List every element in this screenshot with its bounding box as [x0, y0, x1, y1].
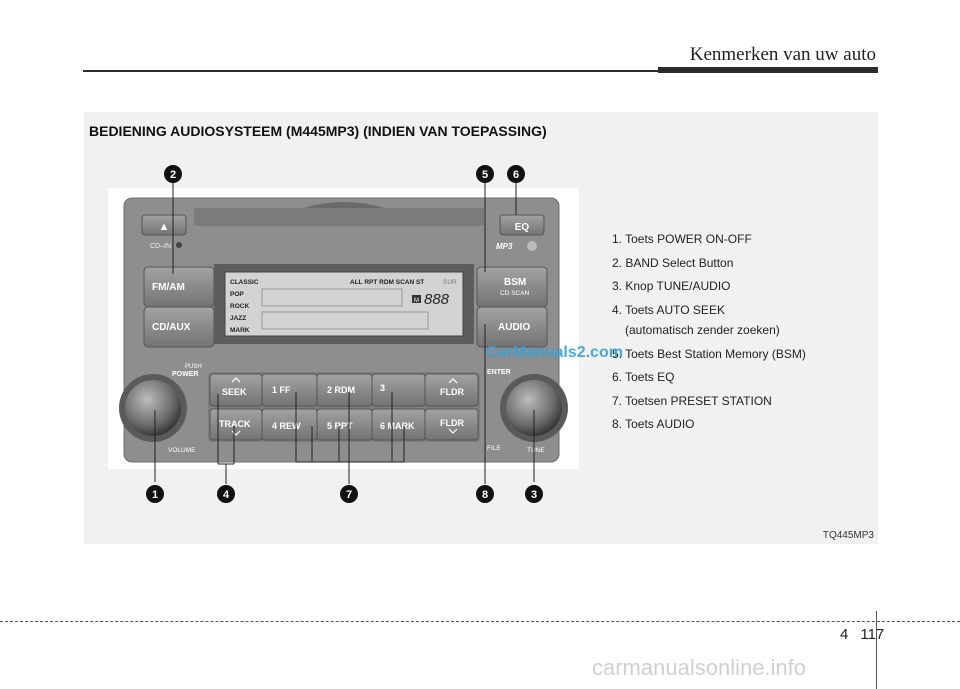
page-number-value: 117	[860, 626, 885, 643]
eq-button[interactable]	[499, 214, 545, 236]
disc-logo-icon	[527, 241, 537, 251]
track-label: TRACK	[219, 419, 251, 429]
audio-label: AUDIO	[498, 322, 530, 333]
legend-item-1: 1. Toets POWER ON-OFF	[612, 232, 752, 246]
legend-item-5: 5. Toets Best Station Memory (BSM)	[612, 346, 806, 361]
callout-1	[146, 485, 164, 503]
seek-up-chevron-icon	[231, 377, 241, 383]
figure-code: TQ445MP3	[822, 530, 874, 541]
cd-aux-label: CD/AUX	[152, 322, 191, 333]
display-sur-flag: SUR	[443, 279, 457, 286]
legend-item-7: 7. Toetsen PRESET STATION	[612, 393, 772, 408]
cdin-led	[176, 242, 182, 248]
footer-divider	[876, 611, 877, 689]
legend-list: 1. Toets POWER ON-OFF 2. BAND Select But…	[612, 228, 806, 437]
display-status-flags: ALL RPT RDM SCAN ST	[350, 279, 424, 286]
legend-item-6: 6. Toets EQ	[612, 370, 675, 384]
legend-item-8: 8. Toets AUDIO	[612, 417, 695, 431]
legend-item-4-note: (automatisch zender zoeken)	[625, 323, 780, 337]
panel-title: BEDIENING AUDIOSYSTEEM (M445MP3) (INDIEN…	[89, 123, 547, 139]
tune-label: TUNE	[527, 447, 545, 454]
folder-down-label: FLDR	[440, 418, 464, 428]
tune-knob[interactable]	[506, 380, 562, 436]
leader-lines	[154, 182, 535, 484]
watermark-carmanuals2: CarManuals2.com	[486, 344, 623, 361]
section-number: 4	[840, 626, 849, 643]
display-mode-mark: MARK	[230, 327, 250, 334]
mp3-logo: MP3	[496, 242, 513, 251]
push-label: PUSH	[185, 364, 202, 370]
page-number: 4 117	[840, 626, 884, 643]
eq-label: EQ	[515, 222, 530, 233]
track-down-chevron-icon	[231, 430, 241, 436]
folder-up-chevron-icon	[448, 378, 458, 384]
callout-7-label: 7	[346, 489, 352, 501]
display-digits: 888	[424, 291, 450, 308]
file-label: FILE	[487, 445, 501, 452]
legend-item-2: 2. BAND Select Button	[612, 255, 734, 270]
cdin-label: CD–IN	[150, 243, 171, 250]
preset-2-label: 2 RDM	[327, 385, 355, 395]
footer-dashed-rule	[0, 621, 960, 622]
seek-label: SEEK	[222, 387, 247, 397]
callout-6	[507, 165, 525, 183]
enter-label: ENTER	[487, 369, 511, 376]
preset-6-label: 6 MARK	[380, 421, 415, 431]
cd-scan-label: CD SCAN	[500, 290, 530, 297]
callout-5	[476, 165, 494, 183]
volume-label: VOLUME	[168, 447, 196, 454]
display-mode-jazz: JAZZ	[230, 315, 246, 322]
display-mode-classic: CLASSIC	[230, 279, 259, 286]
display-mode-rock: ROCK	[230, 303, 249, 310]
eject-icon: ▲	[159, 221, 170, 233]
audio-button[interactable]	[476, 306, 548, 348]
lcd-display	[224, 271, 464, 337]
running-header: Kenmerken van uw auto	[689, 44, 876, 65]
folder-down-button[interactable]	[424, 408, 479, 441]
radio-illustration: ▲ CD–IN EQ MP3 FM/AM CD/AUX CLASSIC POP …	[108, 165, 579, 503]
callout-markers: 1 2 3 4 5 6 7 8	[146, 165, 543, 503]
callout-4-label: 4	[223, 489, 230, 501]
header-rule-accent	[658, 67, 878, 73]
display-text-row-1	[261, 288, 403, 307]
preset-4-label: 4 REW	[272, 421, 301, 431]
callout-3-label: 3	[531, 489, 537, 501]
display-text-row-2	[261, 311, 429, 330]
legend-item-3: 3. Knop TUNE/AUDIO	[612, 279, 731, 293]
display-memory-flag: M	[414, 298, 419, 304]
callout-6-label: 6	[513, 169, 519, 181]
folder-up-label: FLDR	[440, 387, 464, 397]
cd-slot	[194, 208, 484, 226]
callout-2-label: 2	[170, 169, 176, 181]
legend-item-4: 4. Toets AUTO SEEK	[612, 302, 725, 317]
eject-button[interactable]	[141, 214, 187, 236]
volume-knob[interactable]	[125, 380, 181, 436]
callout-3	[525, 485, 543, 503]
header-rule	[83, 70, 658, 72]
power-label: POWER	[172, 371, 198, 378]
preset-1-label: 1 FF	[272, 385, 291, 395]
callout-8	[476, 485, 494, 503]
folder-down-chevron-icon	[448, 428, 458, 434]
display-memory-box	[412, 295, 421, 303]
preset-5-label: 5 RPT	[327, 421, 353, 431]
callout-8-label: 8	[482, 489, 488, 501]
callout-1-label: 1	[152, 489, 158, 501]
callout-5-label: 5	[482, 169, 488, 181]
watermark-carmanualsonline: carmanualsonline.info	[592, 655, 807, 680]
display-mode-pop: POP	[230, 291, 244, 298]
callout-2	[164, 165, 182, 183]
fm-am-label: FM/AM	[152, 282, 185, 293]
callout-7	[340, 485, 358, 503]
folder-up-button[interactable]	[424, 373, 479, 407]
preset-3-label: 3	[380, 383, 385, 393]
cd-slot-lip	[304, 202, 384, 208]
callout-4	[217, 485, 235, 503]
bsm-label: BSM	[504, 277, 526, 288]
